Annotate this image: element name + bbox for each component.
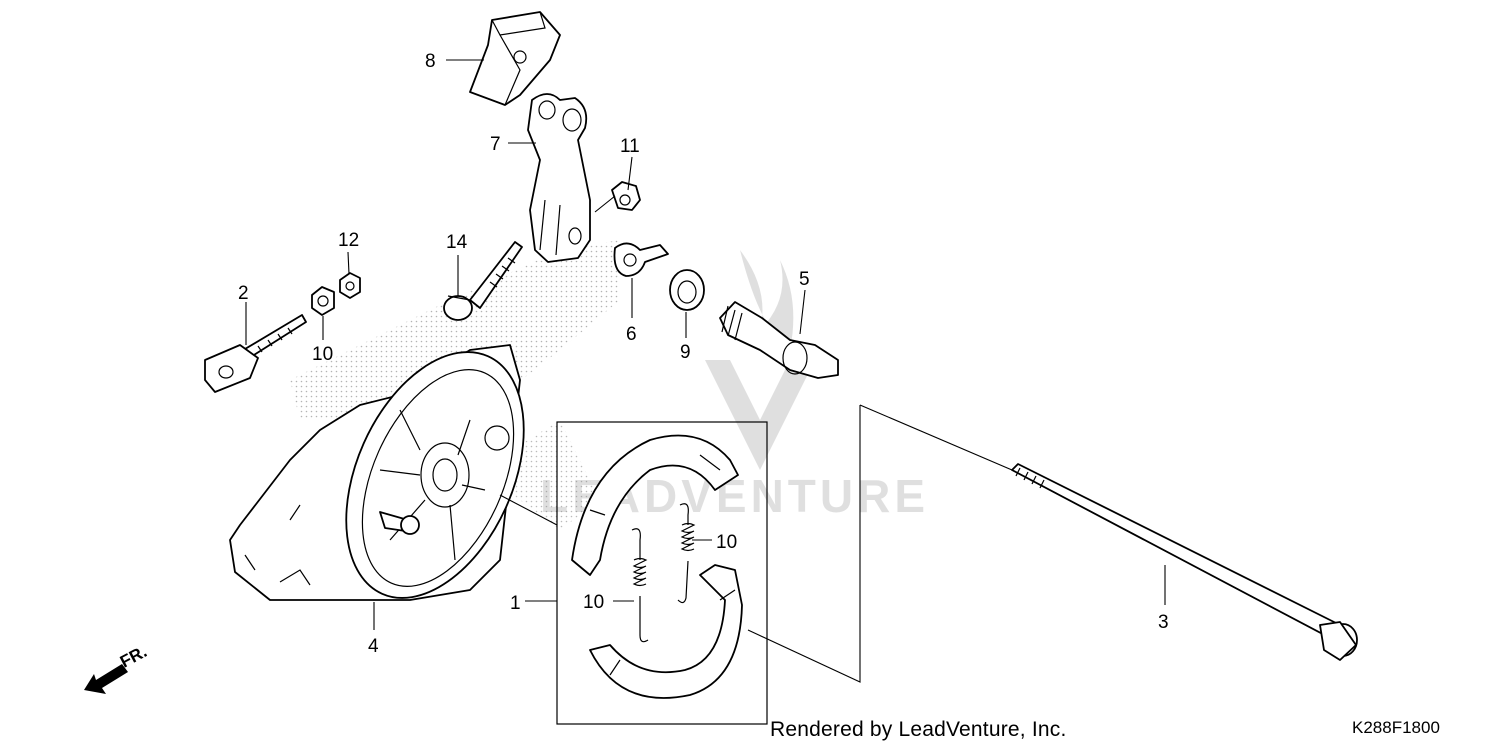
callout-1: 1 bbox=[510, 593, 521, 614]
brake-arm-part bbox=[527, 93, 591, 263]
callout-11: 10 bbox=[312, 344, 333, 365]
leader-lines bbox=[245, 59, 1166, 683]
arm-bolt-part bbox=[443, 241, 523, 321]
brake-panel-part bbox=[229, 344, 525, 601]
rear-axle-part bbox=[1011, 463, 1358, 661]
axle-adjuster-bolt-part bbox=[204, 314, 307, 393]
callout-14: 14 bbox=[446, 232, 468, 253]
brake-shoe-upper bbox=[571, 434, 739, 576]
callout-7: 7 bbox=[490, 134, 501, 155]
front-direction-indicator: FR. bbox=[84, 642, 150, 694]
arm-nut-part bbox=[611, 181, 641, 211]
indicator-plate-part bbox=[613, 242, 669, 277]
brake-shoe-spring-1 bbox=[631, 528, 649, 643]
lock-nut-part bbox=[339, 272, 361, 299]
callout-12: 11 bbox=[620, 136, 640, 157]
callout-10-upper: 10 bbox=[716, 532, 737, 553]
brake-shoe-spring-2 bbox=[677, 503, 696, 604]
brake-shoe-set-box bbox=[556, 421, 768, 725]
callout-9: 9 bbox=[680, 342, 691, 363]
callout-5: 5 bbox=[799, 269, 810, 290]
nut-part bbox=[311, 286, 335, 316]
callout-4: 4 bbox=[368, 636, 379, 657]
brake-shoe-lower bbox=[589, 564, 743, 699]
diagram-code: K288F1800 bbox=[1352, 718, 1440, 737]
shading-area bbox=[290, 240, 620, 420]
credit-text: Rendered by LeadVenture, Inc. bbox=[770, 718, 1067, 741]
shading-area-2 bbox=[480, 420, 600, 530]
callout-6: 6 bbox=[626, 324, 637, 345]
callout-10-lower: 10 bbox=[583, 592, 604, 613]
callout-2: 2 bbox=[238, 283, 249, 304]
callout-8: 8 bbox=[425, 51, 436, 72]
callout-13: 12 bbox=[338, 230, 359, 251]
arm-cover-part bbox=[469, 11, 561, 106]
dust-seal-part bbox=[669, 269, 705, 311]
front-arrow-icon bbox=[84, 664, 128, 694]
callout-3: 3 bbox=[1158, 612, 1169, 633]
callouts: 8 7 11 14 12 2 10 6 9 5 4 1 10 10 3 bbox=[238, 51, 1169, 657]
brake-cam-part bbox=[719, 301, 839, 379]
